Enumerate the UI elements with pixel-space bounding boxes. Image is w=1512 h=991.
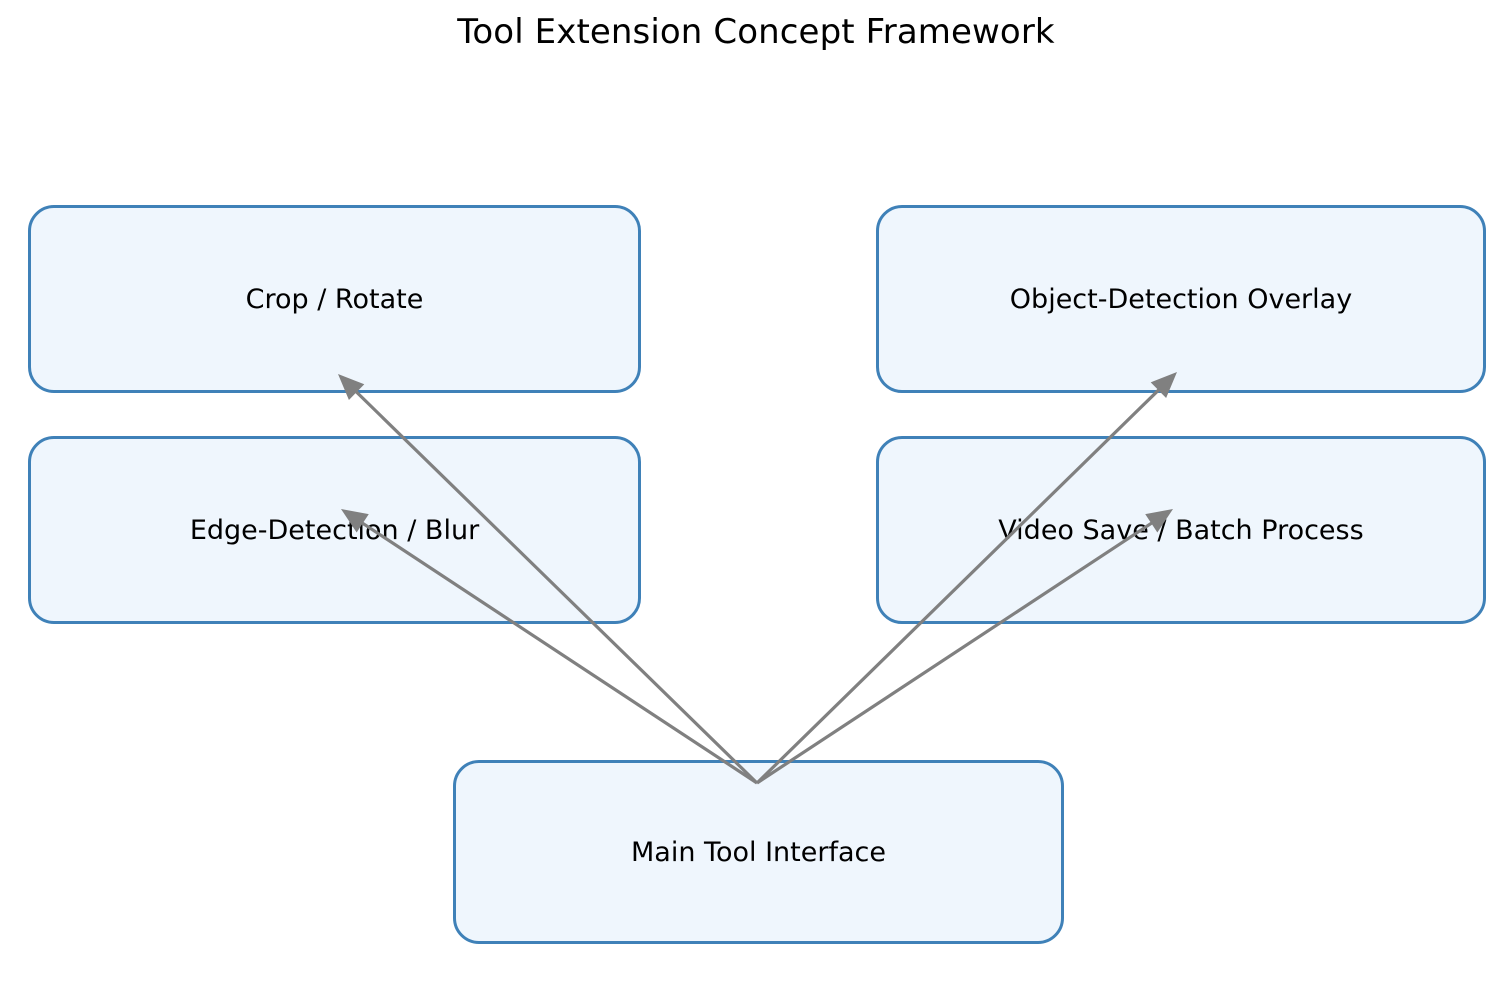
node-label-video-save-batch-process: Video Save / Batch Process bbox=[998, 514, 1364, 546]
node-edge-detection-blur[interactable]: Edge-Detection / Blur bbox=[28, 436, 641, 624]
node-label-object-detection-overlay: Object-Detection Overlay bbox=[1009, 283, 1353, 315]
node-main-tool-interface[interactable]: Main Tool Interface bbox=[453, 760, 1064, 944]
node-object-detection-overlay[interactable]: Object-Detection Overlay bbox=[876, 205, 1486, 393]
node-label-crop-rotate: Crop / Rotate bbox=[245, 283, 424, 315]
page-title: Tool Extension Concept Framework bbox=[457, 12, 1055, 52]
node-label-main-tool-interface: Main Tool Interface bbox=[631, 836, 886, 868]
node-crop-rotate[interactable]: Crop / Rotate bbox=[28, 205, 641, 393]
node-label-edge-detection-blur: Edge-Detection / Blur bbox=[189, 514, 480, 546]
node-video-save-batch-process[interactable]: Video Save / Batch Process bbox=[876, 436, 1486, 624]
